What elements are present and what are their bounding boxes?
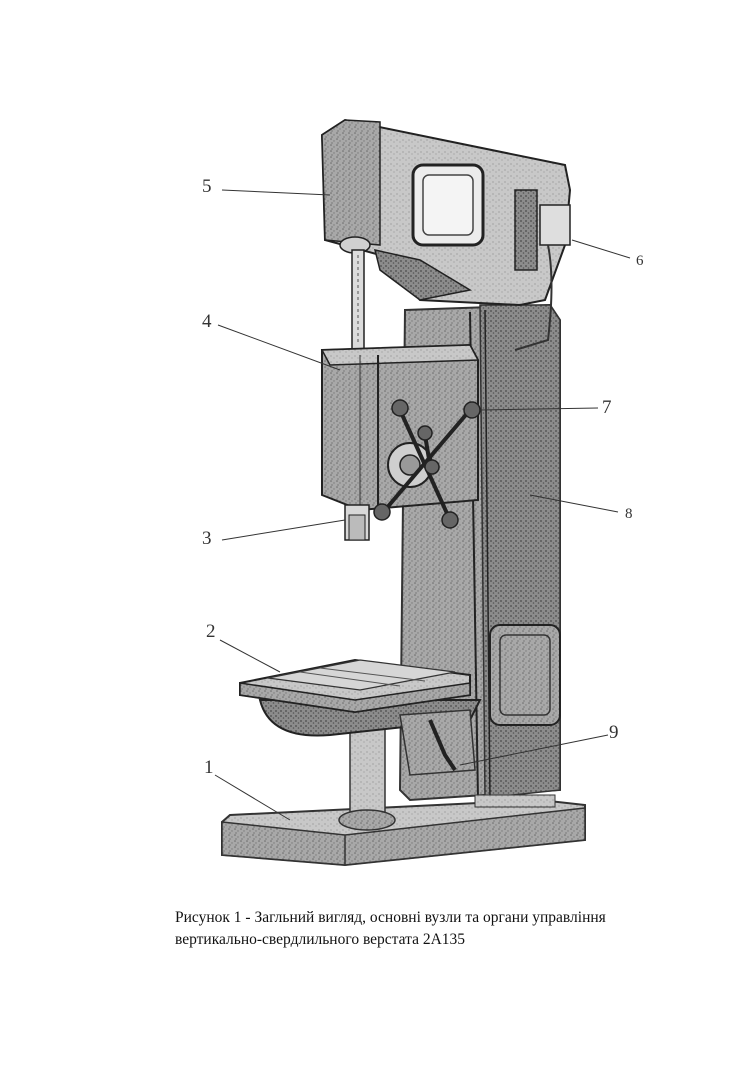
- callout-7: 7: [602, 397, 612, 418]
- base-plate: [221, 798, 586, 867]
- callout-8: 8: [625, 506, 633, 522]
- callout-3: 3: [202, 528, 212, 549]
- callout-2: 2: [206, 621, 216, 642]
- drill-press-illustration: [214, 118, 631, 867]
- figure-caption: Рисунок 1 - Загльний вигляд, основні вуз…: [175, 907, 715, 951]
- spindle: [344, 504, 370, 541]
- table-bracket: [258, 699, 482, 776]
- feed-rod: [351, 249, 365, 351]
- callout-4: 4: [202, 311, 212, 332]
- callout-5: 5: [202, 176, 212, 197]
- electrical-cabinet: [489, 624, 561, 726]
- work-table: [239, 658, 471, 714]
- caption-line-2: вертикально-свердлильного верстата 2А135: [175, 931, 466, 948]
- callout-6: 6: [636, 253, 644, 269]
- caption-line-1: Рисунок 1 - Загльний вигляд, основні вуз…: [175, 909, 606, 926]
- feed-handwheel: [373, 399, 481, 529]
- leader-lines: [214, 189, 631, 821]
- cable-line: [514, 244, 553, 351]
- callout-9: 9: [609, 722, 619, 743]
- callout-1: 1: [204, 757, 214, 778]
